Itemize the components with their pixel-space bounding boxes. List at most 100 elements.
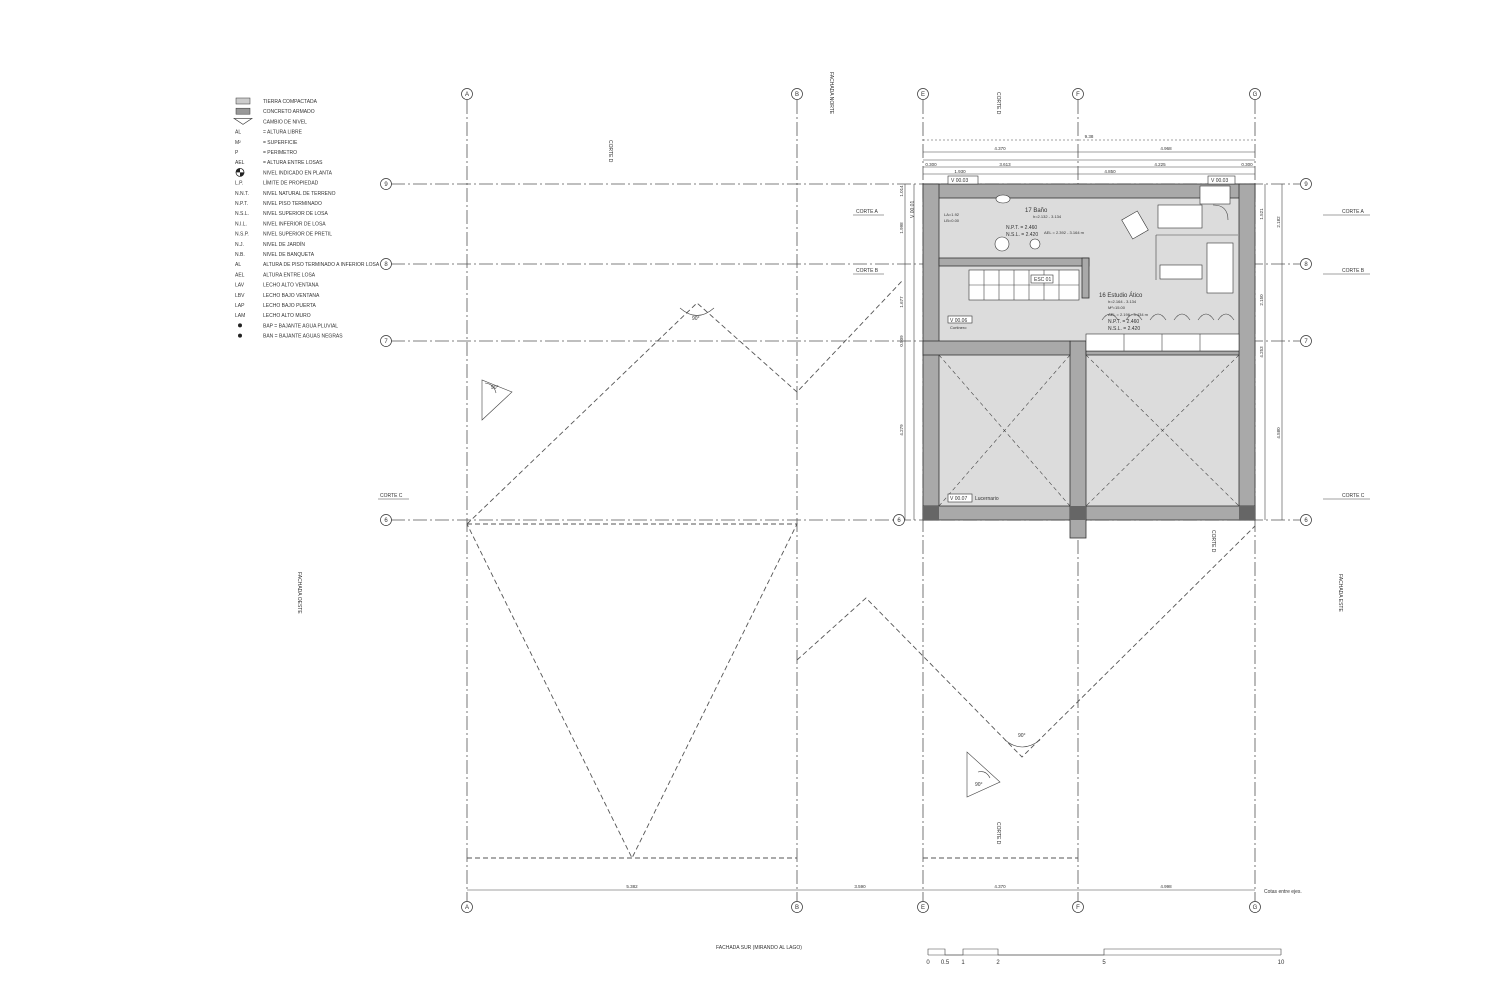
legend-abbr: AEL xyxy=(235,160,245,166)
legend-row: N.J.NIVEL DE JARDÍN xyxy=(235,241,305,248)
dimension-label: 0.300 xyxy=(1241,162,1253,167)
axis-label: 8 xyxy=(384,262,388,268)
dimension-label: 3.590 xyxy=(854,884,866,889)
dimension-label: 5.382 xyxy=(626,884,638,889)
legend-text: LECHO ALTO MURO xyxy=(263,313,311,319)
wall-central-column xyxy=(1069,340,1087,539)
room-npt-bath: N.P.T. = 2.460 xyxy=(1006,225,1037,231)
legend-text: TIERRA COMPACTADA xyxy=(263,99,318,105)
elevation-south: FACHADA SUR (MIRANDO AL LAGO) xyxy=(716,945,802,951)
legend-text: ALTURA DE PISO TERMINADO A INFERIOR LOSA xyxy=(263,262,380,268)
legend-row: NIVEL INDICADO EN PLANTA xyxy=(235,167,333,177)
dimension-label: 4.370 xyxy=(994,884,1006,889)
legend-row: AL= ALTURA LIBRE xyxy=(235,130,303,136)
elevation-east: FACHADA ESTE xyxy=(1337,574,1343,612)
dimension-label: 0.300 xyxy=(925,162,937,167)
lucernario-label: Lucernario xyxy=(975,496,999,502)
room-name-studio: 16 Estudio Ático xyxy=(1099,292,1143,299)
axis-label: G xyxy=(1253,905,1258,911)
legend-row: TIERRA COMPACTADA xyxy=(235,97,318,105)
legend-abbr: LAM xyxy=(235,313,245,319)
scale-tick-label: 5 xyxy=(1102,960,1106,966)
legend-row: L.P.LÍMITE DE PROPIEDAD xyxy=(235,180,319,187)
dimension-label: 4.850 xyxy=(1104,169,1116,174)
legend-row: N.S.L.NIVEL SUPERIOR DE LOSA xyxy=(235,211,328,217)
scale-tick-label: 0 xyxy=(926,960,930,966)
axis-bubble xyxy=(1300,335,1312,347)
axis-bubble xyxy=(380,258,392,270)
dimension-label: 9.38 xyxy=(1085,134,1094,139)
dimension-label: 2.182 xyxy=(1276,216,1281,228)
legend-text: = PERIMETRO xyxy=(263,150,297,156)
angle-label-right: 90° xyxy=(1018,733,1026,739)
axis-bubble xyxy=(461,901,473,913)
dimension-label: 4.225 xyxy=(1154,162,1166,167)
legend-text: CAMBIO DE NIVEL xyxy=(263,119,307,125)
dimension-label: 4.370 xyxy=(994,146,1006,151)
section-markers xyxy=(378,214,1370,500)
legend-text: LECHO BAJO VENTANA xyxy=(263,293,320,299)
roof-outline-right xyxy=(796,525,1256,859)
legend-row: CONCRETO ARMADO xyxy=(235,107,315,115)
legend-abbr: LAV xyxy=(235,283,245,289)
legend-row: M²= SUPERFICIE xyxy=(235,140,298,146)
axis-bubble xyxy=(917,88,929,100)
room-npt-studio: N.P.T. = 2.460 xyxy=(1108,319,1139,325)
room-name-bath: 17 Baño xyxy=(1025,208,1048,214)
axis-label: B xyxy=(795,905,799,911)
downpipe-dot-icon xyxy=(238,323,242,328)
window-tag-5: V 00.06 xyxy=(950,318,967,324)
toilet xyxy=(994,236,1010,252)
legend-text: NIVEL SUPERIOR DE LOSA xyxy=(263,211,328,217)
legend-text: LECHO BAJO PUERTA xyxy=(263,303,317,309)
dimension-label: 2.150 xyxy=(1259,294,1264,306)
legend-text: CONCRETO ARMADO xyxy=(263,109,315,115)
axis-label: 6 xyxy=(1304,518,1308,524)
axis-bubble xyxy=(1072,88,1084,100)
legend-row: AEL= ALTURA ENTRE LOSAS xyxy=(235,160,323,166)
bookshelf xyxy=(1206,242,1234,294)
dimension-label: 4.580 xyxy=(1276,427,1281,439)
wall-row7-right xyxy=(1085,350,1240,356)
wall-stair-east xyxy=(1081,257,1090,299)
legend-row: N.B.NIVEL DE BANQUETA xyxy=(235,252,315,258)
scale-tick-label: 2 xyxy=(996,960,1000,966)
axis-bubble xyxy=(1249,88,1261,100)
room-ael-studio: AEL = 2.196 - 3.434 m xyxy=(1108,312,1149,317)
angle-label-triangle-right: 90° xyxy=(975,782,983,788)
legend-row: BAN = BAJANTE AGUAS NEGRAS xyxy=(238,333,343,340)
axis-bubble xyxy=(893,514,905,526)
legend-text: BAP = BAJANTE AGUA PLUVIAL xyxy=(263,323,338,329)
legend-abbr: N.P.T. xyxy=(235,201,248,207)
axis-label: A xyxy=(465,905,469,911)
sink xyxy=(1029,238,1041,250)
axis-label: 9 xyxy=(384,182,388,188)
legend-abbr: N.N.T. xyxy=(235,191,249,197)
room-info-studio: h=2.164 - 3.134 xyxy=(1108,299,1137,304)
legend-row: N.P.T.NIVEL PISO TERMINADO xyxy=(235,201,322,207)
axis-label: 7 xyxy=(384,339,388,345)
axis-label: 9 xyxy=(1304,182,1308,188)
legend-text: NIVEL SUPERIOR DE PRETIL xyxy=(263,232,332,238)
scale-tick-label: 10 xyxy=(1278,960,1285,966)
axis-label: A xyxy=(465,92,469,98)
legend-text: ALTURA ENTRE LOSA xyxy=(263,272,316,278)
section-a-right: CORTE A xyxy=(1342,209,1365,215)
cortinero-label: Cortinero xyxy=(950,325,967,330)
section-a-left: CORTE A xyxy=(856,209,879,215)
dimension-label: 1.998 xyxy=(899,222,904,234)
building-plan xyxy=(922,183,1256,539)
legend-text: BAN = BAJANTE AGUAS NEGRAS xyxy=(263,334,343,340)
axis-bubble xyxy=(1300,258,1312,270)
section-b-left: CORTE B xyxy=(856,268,879,274)
axis-bubble xyxy=(1300,514,1312,526)
axis-label: F xyxy=(1076,92,1080,98)
window-tag-3: V 00.03 xyxy=(1211,178,1228,184)
legend-row: LAM LECHO ALTO MURO xyxy=(235,313,311,319)
scale-tick-label: 1 xyxy=(961,960,965,966)
